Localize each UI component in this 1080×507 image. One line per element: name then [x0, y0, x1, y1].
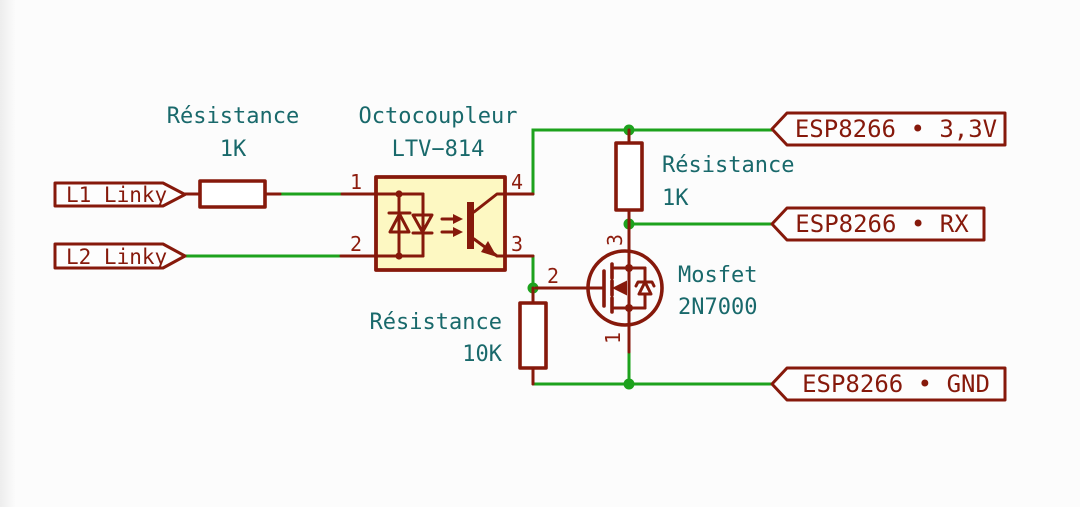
opto-pin2-number: 2: [350, 232, 362, 256]
r1-label-line2: 1K: [220, 137, 247, 162]
mosfet-body-diode-icon: [627, 266, 656, 310]
opto-pin1-number: 1: [350, 170, 362, 194]
opto-dot-top: [395, 190, 403, 198]
opto-dot-bottom: [395, 252, 403, 260]
junction-dot-gnd: [623, 378, 635, 390]
flag-l1-text: L1 Linky: [66, 183, 167, 207]
resistor-r3: Résistance 10K: [370, 286, 548, 386]
flag-gnd-shape: [770, 366, 1007, 402]
mosfet-source-number: 1: [601, 332, 625, 344]
flag-rx-text: ESP8266 • RX: [795, 210, 969, 238]
wire-vcc-top: [531, 128, 774, 196]
mosfet-2n7000: 2 3 1 Mosfet 2N7000: [534, 222, 757, 354]
flag-l2-linky: L2 Linky: [53, 242, 187, 270]
r1-label-line1: Résistance: [167, 104, 299, 129]
opto-pin4-number: 4: [511, 170, 523, 194]
wires: [183, 128, 774, 386]
flag-vcc-shape: [770, 111, 1007, 147]
emission-arrows-icon: [440, 214, 463, 237]
optocoupler-ltv814: 1 2 4 3 Octocoupleur LTV−814: [339, 104, 535, 272]
flag-esp8266-gnd: ESP8266 • GND: [770, 366, 1007, 402]
phototransistor-emitter-arrow-icon: [481, 241, 497, 257]
flag-esp8266-vcc: ESP8266 • 3,3V: [770, 111, 1007, 147]
mosfet-label-line1: Mosfet: [678, 263, 757, 288]
flag-l2-shape: [53, 242, 187, 270]
resistor-r2: Résistance 1K: [614, 128, 794, 226]
mosfet-source-pin: [610, 306, 631, 354]
phototransistor-emitter: [472, 237, 507, 258]
r1-body: [198, 179, 267, 209]
r3-label-line2: 10K: [462, 342, 502, 367]
opto-label-line2: LTV−814: [392, 137, 485, 162]
r2-label-line1: Résistance: [662, 153, 794, 178]
phototransistor-collector: [472, 192, 507, 214]
flag-vcc-text: ESP8266 • 3,3V: [795, 115, 997, 143]
opto-label-line1: Octocoupleur: [359, 104, 518, 129]
r3-label-line1: Résistance: [370, 310, 502, 335]
phototransistor-base-bar: [467, 202, 474, 249]
flag-l1-shape: [53, 181, 187, 208]
opto-pin3-number: 3: [511, 232, 523, 256]
flag-rx-shape: [770, 206, 986, 242]
flag-esp8266-rx: ESP8266 • RX: [770, 206, 986, 242]
mosfet-bulk-arrow-icon: [612, 280, 627, 296]
r3-body: [518, 301, 548, 370]
led2-triangle-icon: [411, 213, 434, 234]
r2-body: [614, 141, 644, 212]
flag-l2-text: L2 Linky: [66, 245, 167, 269]
resistor-r1: Résistance 1K: [167, 104, 299, 209]
r2-label-line2: 1K: [662, 186, 689, 211]
mosfet-drain-number: 3: [603, 234, 627, 246]
led1-triangle-icon: [388, 212, 411, 234]
flag-gnd-text: ESP8266 • GND: [802, 370, 990, 398]
flag-l1-linky: L1 Linky: [53, 181, 187, 208]
mosfet-label-line2: 2N7000: [678, 295, 757, 320]
mosfet-gate-number: 2: [547, 264, 559, 288]
